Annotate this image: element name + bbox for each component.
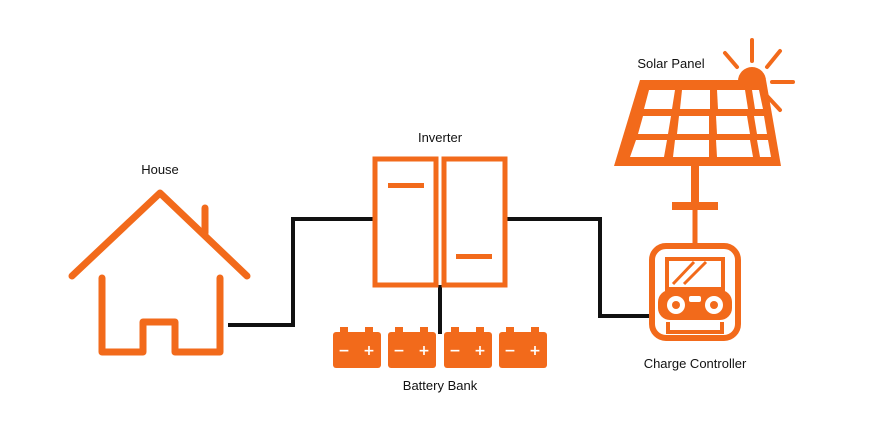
battery-bank: − + − + − + − +: [333, 327, 547, 368]
charge-controller-label: Charge Controller: [644, 356, 747, 371]
battery-plus: +: [474, 343, 486, 359]
wire-inverter-controller: [505, 217, 652, 318]
house-label: House: [141, 162, 179, 177]
battery-plus: +: [363, 343, 375, 359]
solar-panel-icon: [614, 80, 781, 210]
battery-minus: −: [338, 343, 350, 359]
wiring: [228, 217, 652, 334]
charge-controller-icon: [649, 243, 741, 341]
battery-icon: − +: [444, 327, 492, 368]
battery-minus: −: [393, 343, 405, 359]
battery-plus: +: [529, 343, 541, 359]
wire-house-inverter: [228, 217, 375, 327]
battery-icon: − +: [499, 327, 547, 368]
battery-icon: − +: [333, 327, 381, 368]
inverter-label: Inverter: [418, 130, 463, 145]
battery-bank-label: Battery Bank: [403, 378, 478, 393]
battery-minus: −: [504, 343, 516, 359]
battery-icon: − +: [388, 327, 436, 368]
solar-panel-label: Solar Panel: [637, 56, 704, 71]
inverter-icon: [372, 156, 508, 288]
house-icon: [68, 189, 251, 356]
battery-plus: +: [418, 343, 430, 359]
battery-minus: −: [449, 343, 461, 359]
